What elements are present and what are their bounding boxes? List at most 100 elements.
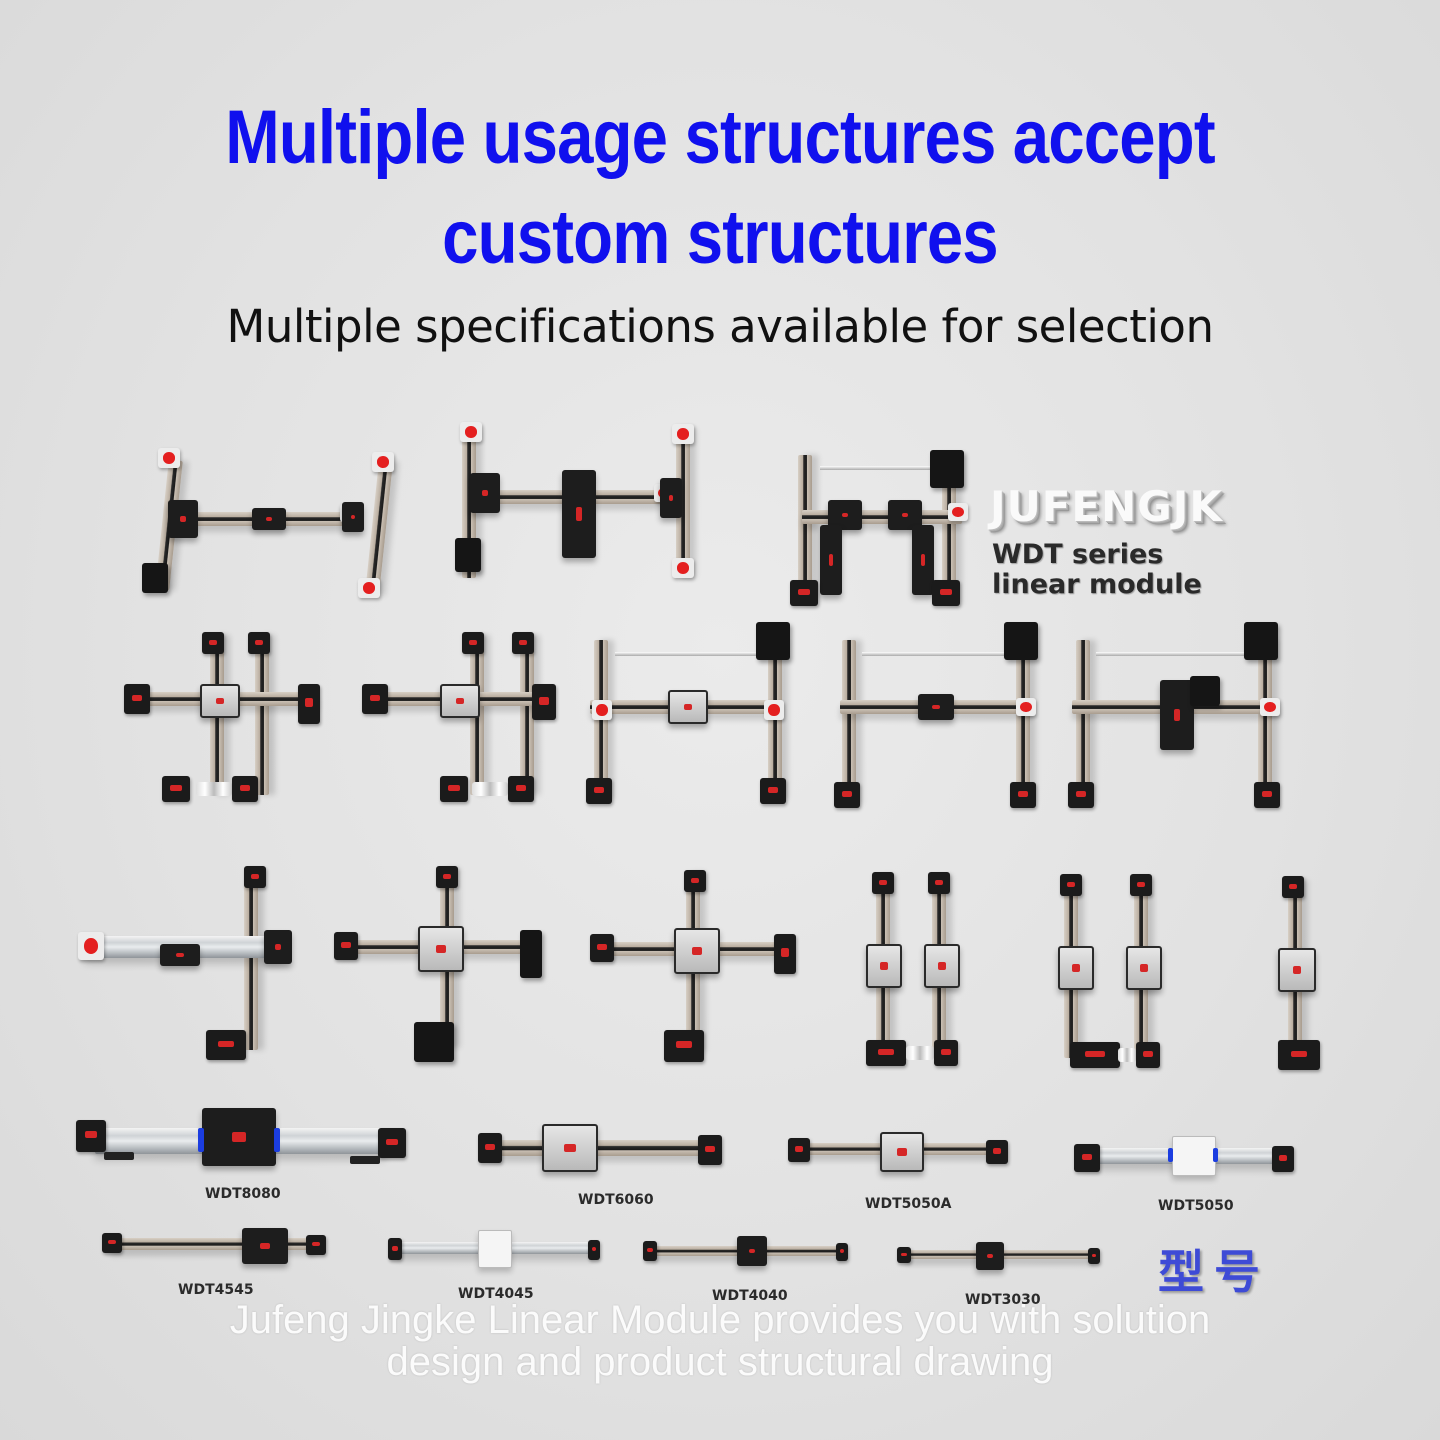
model-label: WDT4040 [712,1288,788,1304]
brand-name: JUFENGJK [990,482,1223,531]
end-cap [866,1040,906,1066]
y-rail [768,640,782,800]
carriage [242,1228,288,1264]
model-label: WDT6060 [578,1192,654,1208]
carriage-plate [1278,948,1316,992]
headline-line-1: Multiple usage structures accept [225,95,1215,180]
carriage [252,508,286,530]
end-cap [684,870,706,892]
motor-icon [756,622,790,660]
end-cap [586,778,612,804]
drive-shaft [1096,652,1251,656]
end-cap [478,1133,502,1163]
headline-line-2: custom structures [442,195,998,280]
y-rail [1258,640,1272,805]
coupler [196,782,232,796]
end-cap [834,782,860,808]
end-cap-red [1260,698,1280,716]
carriage-plate [924,944,960,988]
y-rail [520,635,534,795]
carriage [976,1242,1004,1270]
end-cap [1254,782,1280,808]
end-cap [664,1030,704,1062]
blue-seal [1168,1148,1173,1162]
end-cap [244,866,266,888]
end-cap [590,934,614,962]
end-cap [897,1247,911,1263]
end-cap [298,684,320,724]
end-cap [508,776,534,802]
mount-foot [350,1156,380,1164]
carriage [342,502,364,532]
drive-shaft [862,652,1012,656]
end-cap [162,776,190,802]
z-motor [414,1022,454,1062]
end-cap [102,1233,122,1253]
motor-icon [455,538,481,572]
end-cap [1074,1144,1100,1172]
model-label: WDT5050A [865,1196,952,1212]
coupler [906,1046,934,1060]
end-cap [1272,1146,1294,1172]
carriage-plate [440,684,480,718]
end-cap [306,1235,326,1255]
carriage-plate [1172,1136,1216,1176]
motor-icon [1244,622,1278,660]
end-cap [334,932,358,960]
motor-icon [1004,622,1038,660]
drive-shaft [615,652,765,656]
footer-line-1: Jufeng Jingke Linear Module provides you… [229,1298,1211,1342]
end-cap [1010,782,1036,808]
end-cap [788,1138,810,1162]
end-cap [1282,876,1304,898]
end-cap [76,1120,106,1152]
coupler [1118,1048,1136,1062]
carriage-plate [674,928,720,974]
end-cap [202,632,224,654]
end-cap [532,684,556,720]
end-cap [1136,1042,1160,1068]
y-rail [244,870,258,1050]
z-axis [1160,680,1194,750]
y-rail [594,640,608,800]
y-rail [1016,640,1030,805]
carriage-plate [1126,946,1162,990]
end-cap-red [372,452,394,472]
end-cap [872,872,894,894]
end-cap [1278,1040,1320,1070]
z-axis [820,525,842,595]
mount-foot [104,1152,134,1160]
end-cap [928,872,950,894]
y-rail [842,640,856,805]
model-label: WDT4545 [178,1282,254,1298]
end-cap-red [672,424,694,444]
y-rail [1076,640,1090,805]
end-cap [932,580,960,606]
y-rail-right [364,459,394,596]
end-cap [512,632,534,654]
subheadline: Multiple specifications available for se… [226,300,1214,353]
end-cap-red [158,448,180,468]
carriage-plate [880,1132,924,1172]
motor-icon [142,563,168,593]
end-cap [206,1030,246,1060]
end-cap [362,684,388,714]
end-cap-red [672,558,694,578]
model-label: WDT4045 [458,1286,534,1302]
z-axis [562,470,596,558]
end-cap [836,1243,848,1261]
end-cap [588,1240,600,1260]
footer-line-2: design and product structural drawing [386,1340,1054,1384]
end-cap [248,632,270,654]
brand-series: WDT series linear module [992,540,1202,600]
end-cap-red [764,700,784,720]
end-cap [378,1128,406,1158]
coupler [472,782,508,796]
carriage [918,694,954,720]
blue-seal [1213,1148,1218,1162]
y-rail [255,635,269,795]
y-rail-right [676,428,690,578]
rail [490,1140,720,1156]
end-cap [1088,1248,1100,1264]
carriage [737,1236,767,1266]
